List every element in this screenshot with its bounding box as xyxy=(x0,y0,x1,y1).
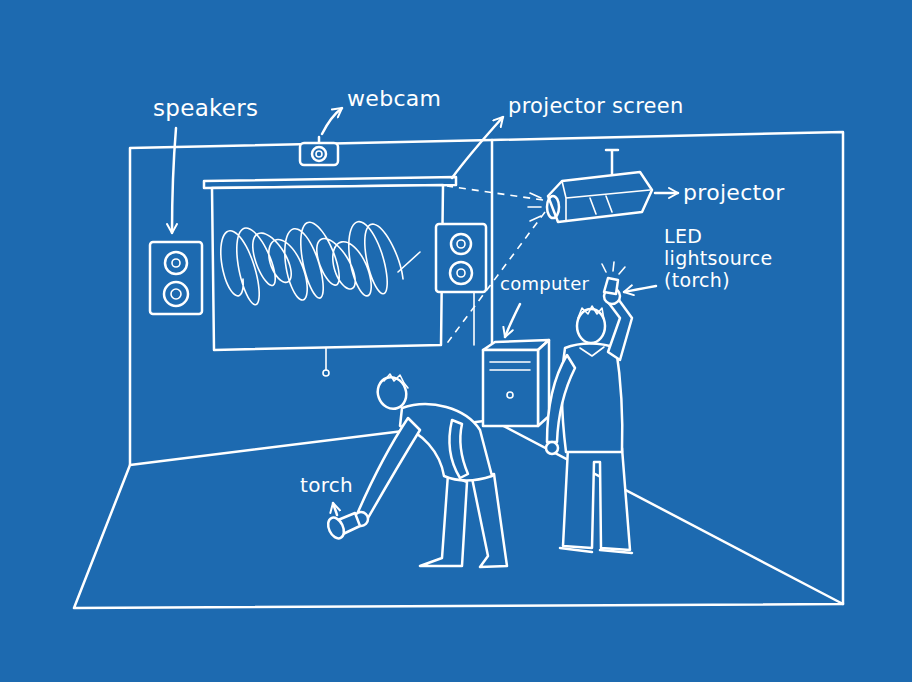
leader-arrows xyxy=(172,108,678,515)
power-button xyxy=(507,392,513,398)
standing-person xyxy=(546,262,632,553)
part-label: projector screen xyxy=(508,94,684,118)
leader-arrow xyxy=(172,128,176,233)
part-label: speakers xyxy=(153,95,258,121)
raised-arm xyxy=(608,296,632,360)
speaker-box xyxy=(150,242,202,314)
speaker-cable xyxy=(473,292,475,345)
right-wall xyxy=(492,132,843,604)
projector-body xyxy=(548,172,652,222)
speaker-cap xyxy=(457,240,465,248)
room-outline xyxy=(74,132,843,608)
person-leg xyxy=(420,474,467,566)
back-arm xyxy=(450,420,468,478)
speaker-box xyxy=(436,224,486,292)
raised-torch xyxy=(604,278,618,294)
speaker-cap xyxy=(171,289,181,299)
reaching-arm xyxy=(358,418,420,518)
webcam-device xyxy=(300,137,338,165)
light-rays xyxy=(528,193,541,221)
person-leg xyxy=(472,474,507,567)
person-hand xyxy=(546,442,558,454)
screen-surface xyxy=(212,185,443,350)
speaker-cone xyxy=(164,282,188,306)
webcam-lens xyxy=(316,151,322,157)
leader-arrow xyxy=(505,304,520,337)
bending-person xyxy=(325,373,507,567)
person-collar xyxy=(580,347,604,356)
floor xyxy=(74,420,843,608)
projector-detail xyxy=(562,181,650,220)
part-label: webcam xyxy=(347,86,441,111)
leader-arrow xyxy=(322,108,342,134)
projector-mount xyxy=(606,150,618,175)
drive-slots xyxy=(490,362,530,370)
torch-rays xyxy=(602,262,625,274)
person-head xyxy=(373,373,410,413)
person-hair xyxy=(384,374,408,388)
speaker-cone xyxy=(450,262,472,284)
part-label: computer xyxy=(500,274,589,295)
person-feet xyxy=(560,548,632,553)
part-label: torch xyxy=(300,474,353,497)
screen-cord xyxy=(325,348,327,370)
speaker-cap xyxy=(457,269,465,277)
screen-pull xyxy=(323,370,329,376)
leader-arrow xyxy=(624,286,656,292)
part-label: projector xyxy=(683,180,785,205)
hanging-arm xyxy=(547,355,575,442)
right-speaker xyxy=(436,224,486,345)
scribble-tail xyxy=(398,252,420,272)
tower-side xyxy=(538,340,549,426)
part-label: LED lightsource (torch) xyxy=(664,226,804,292)
leader-arrow xyxy=(655,192,678,195)
person-leg xyxy=(563,448,630,550)
speaker-cone xyxy=(451,234,471,254)
leader-arrow xyxy=(452,117,503,178)
leader-arrow xyxy=(333,503,337,515)
tower-front xyxy=(483,350,538,426)
projector-screen xyxy=(204,177,456,376)
projector-lens xyxy=(547,196,559,218)
speaker-cone xyxy=(165,252,187,274)
speaker-cap xyxy=(172,259,180,267)
computer-tower xyxy=(483,340,549,426)
webcam-lens xyxy=(312,147,326,161)
projector-device xyxy=(528,150,652,222)
projected-scribble xyxy=(221,222,403,305)
webcam-body xyxy=(300,143,338,165)
person-head xyxy=(577,309,605,343)
torch-head xyxy=(325,515,347,541)
person-hair xyxy=(578,306,604,320)
left-speaker xyxy=(150,242,202,314)
